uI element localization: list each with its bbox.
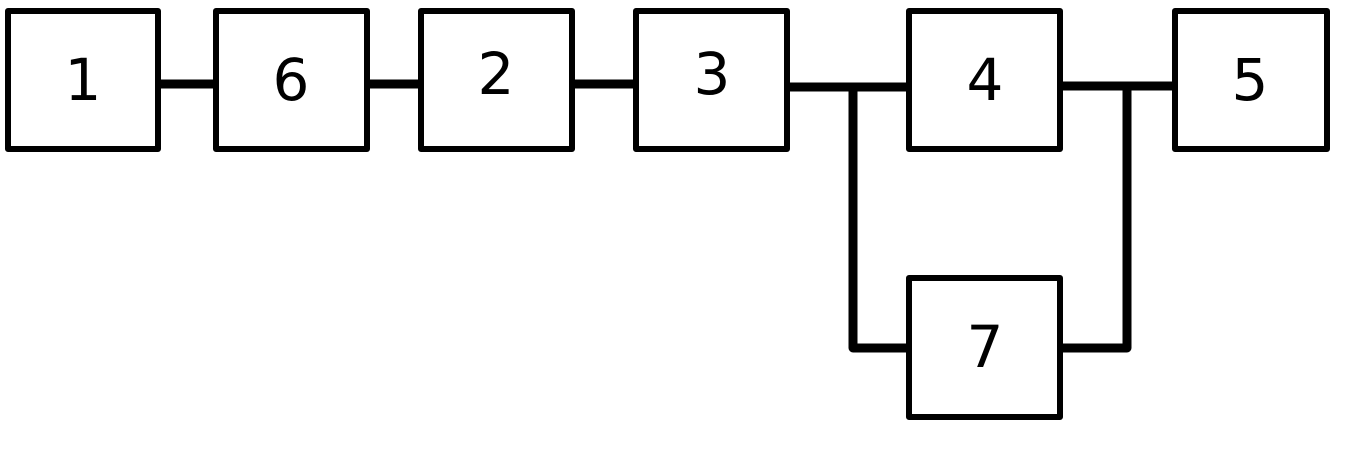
block-4-label: 4 — [967, 46, 1004, 114]
block-1: 1 — [5, 8, 161, 152]
block-6: 6 — [213, 8, 370, 152]
block-3-box — [633, 8, 790, 152]
block-4: 4 — [906, 8, 1063, 152]
block-3: 3 — [633, 8, 790, 152]
connector-3-7 — [848, 82, 914, 353]
block-1-label: 1 — [65, 46, 102, 114]
block-7-box — [906, 275, 1063, 420]
block-7: 7 — [906, 275, 1063, 420]
connector-7-5 — [1055, 81, 1132, 353]
block-5-box — [1172, 8, 1330, 152]
block-2-box — [418, 8, 575, 152]
block-6-box — [213, 8, 370, 152]
block-1-box — [5, 8, 161, 152]
block-6-label: 6 — [273, 46, 310, 114]
block-2: 2 — [418, 8, 575, 152]
block-5-label: 5 — [1232, 46, 1269, 114]
block-2-label: 2 — [478, 40, 515, 108]
block-7-label: 7 — [967, 313, 1004, 381]
connectors — [153, 79, 1180, 353]
block-4-box — [906, 8, 1063, 152]
block-3-label: 3 — [694, 40, 731, 108]
block-5: 5 — [1172, 8, 1330, 152]
